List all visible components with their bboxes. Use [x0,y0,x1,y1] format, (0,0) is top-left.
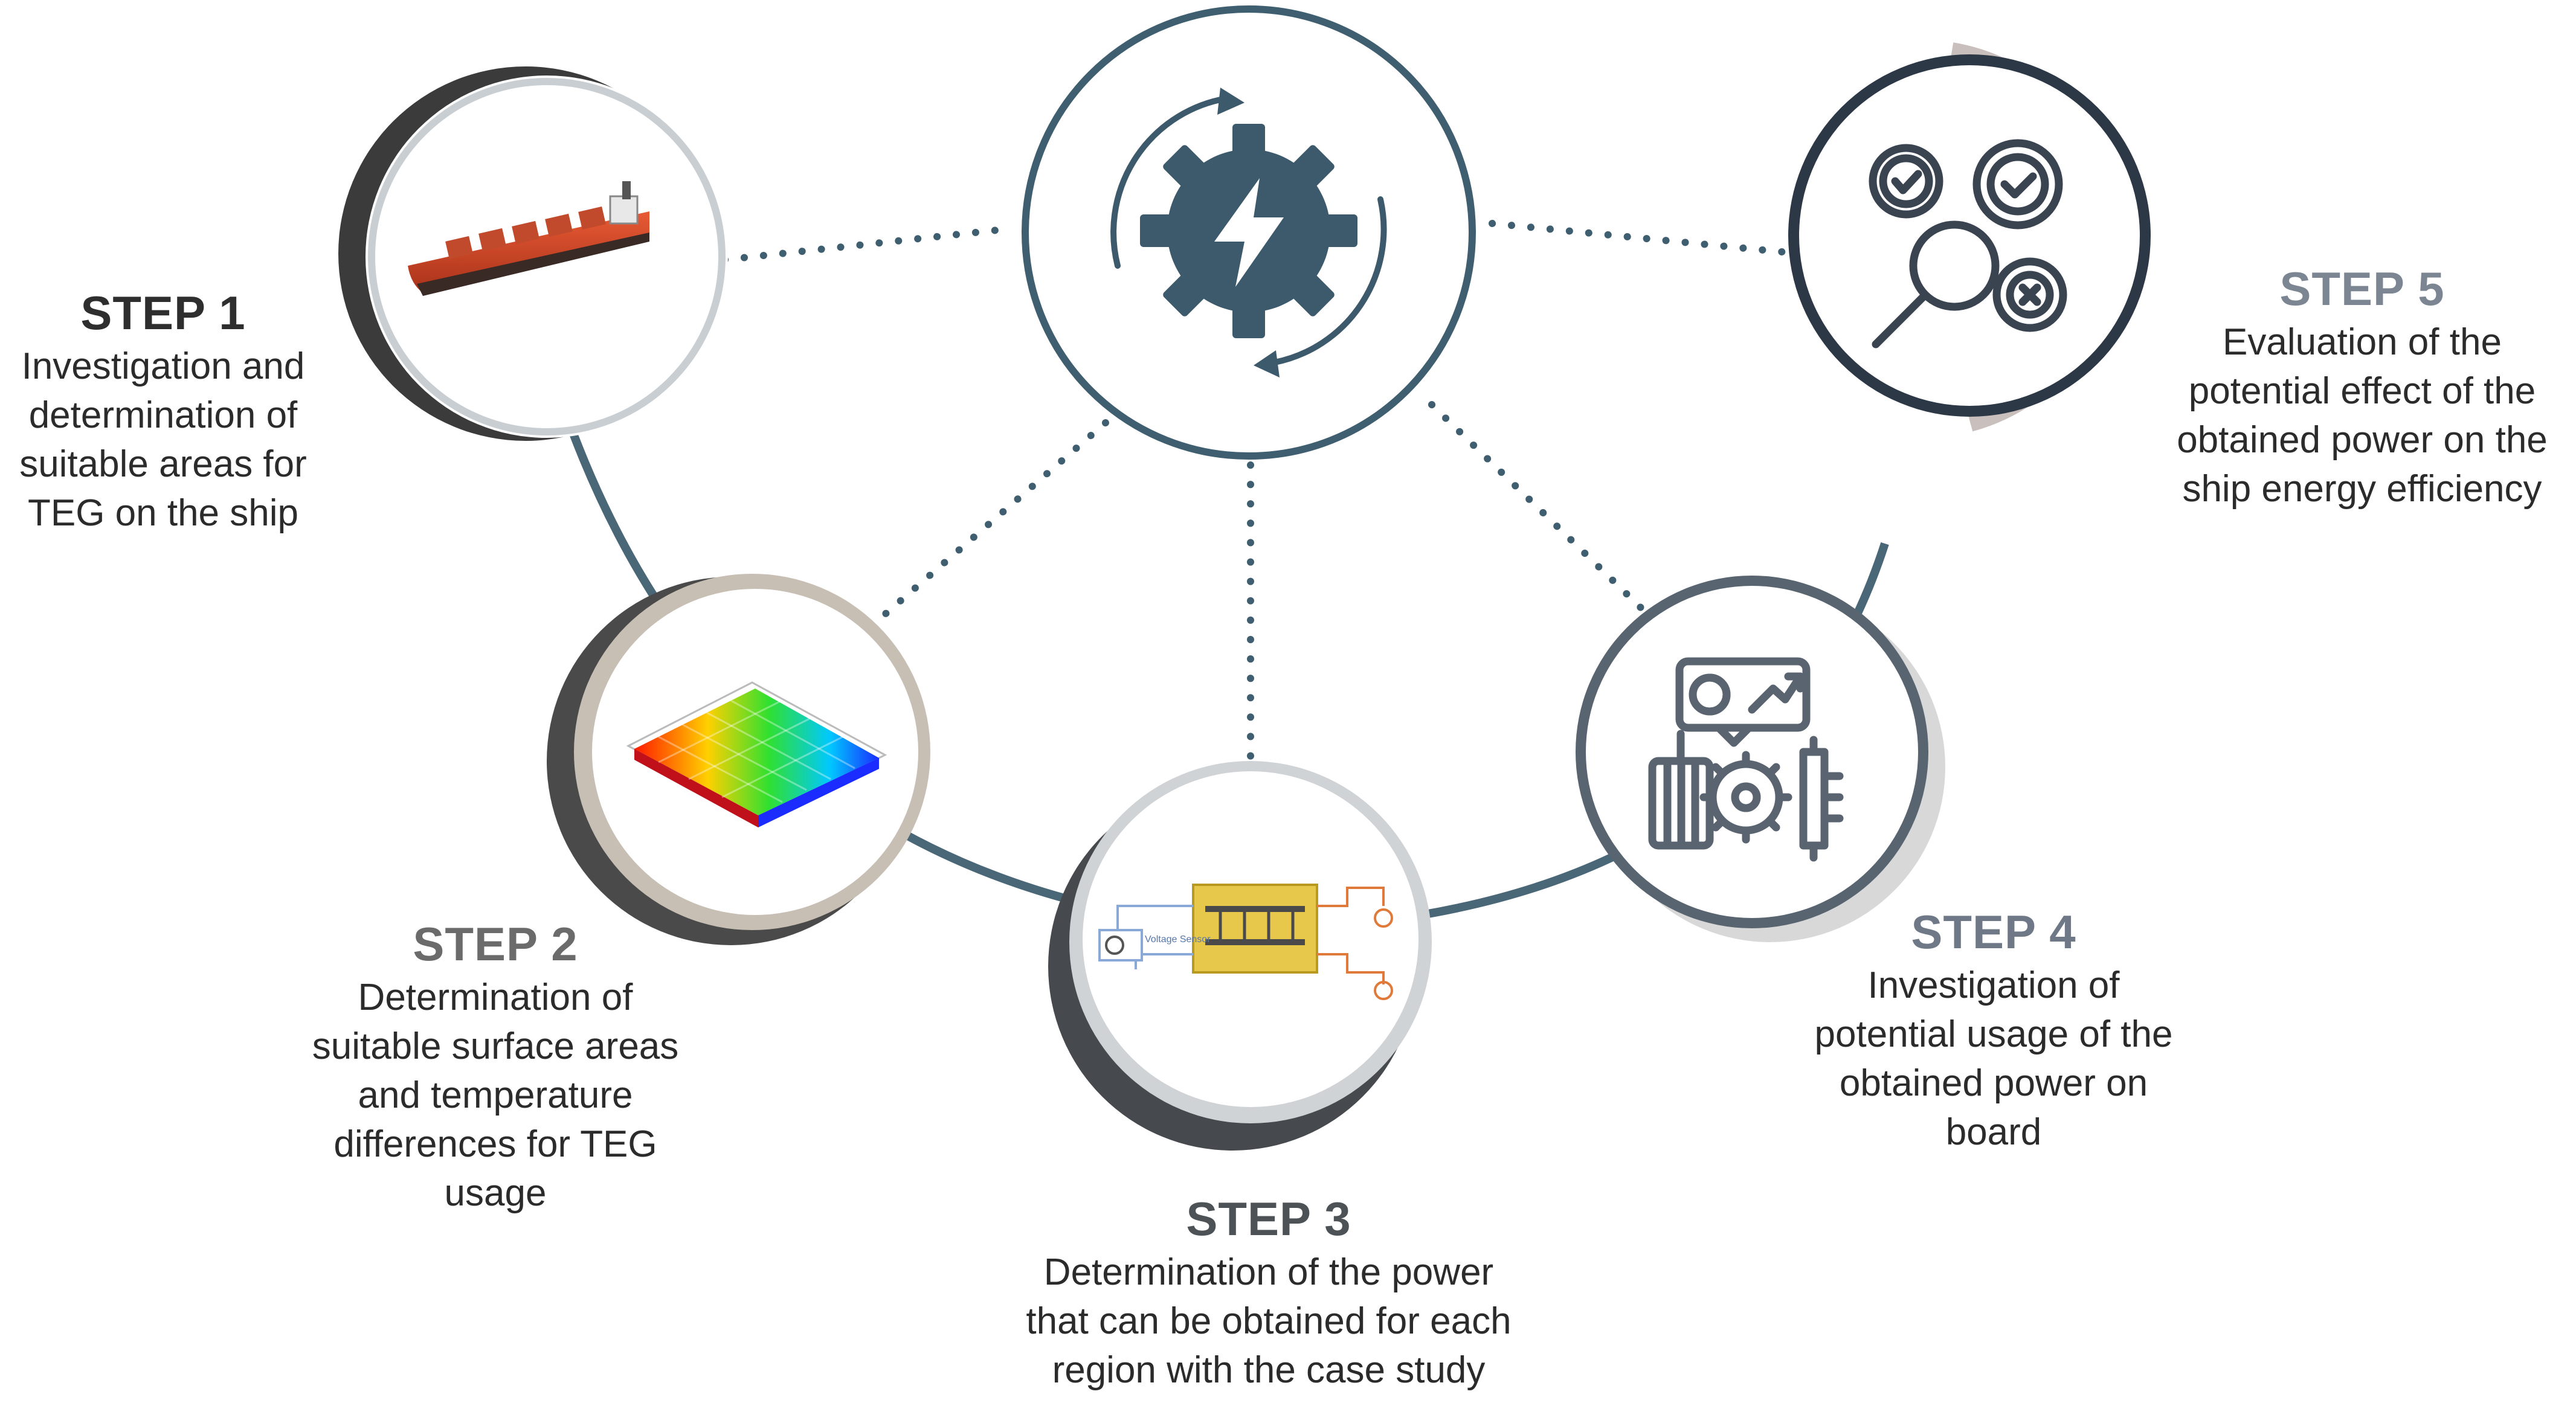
step3-title: STEP 3 [1186,1192,1351,1245]
step3-label: STEP 3 Determination of the power that c… [961,1190,1577,1395]
dotted-spokes [721,220,1804,771]
step4-desc-line-4: board [1945,1111,2042,1153]
step4-desc-line-2: potential usage of the [1814,1013,2173,1055]
step5-title: STEP 5 [2279,262,2445,315]
step2-node [547,574,930,945]
step5-label: STEP 5 Evaluation of the potential effec… [2151,260,2574,513]
step4-label: STEP 4 Investigation of potential usage … [1770,903,2217,1157]
step1-node [338,66,728,441]
step4-desc-line-3: obtained power on [1839,1062,2148,1104]
central-node [1022,5,1476,460]
power-usage-gears-icon [1648,657,1844,862]
step5-desc-line-2: potential effect of the [2188,370,2536,412]
step3-desc-line-1: Determination of the power [1043,1251,1494,1293]
teg-circuit-icon: Voltage Sensor [1098,884,1393,1000]
step4-title: STEP 4 [1911,905,2076,958]
step5-desc-line-1: Evaluation of the [2223,321,2502,363]
step4-desc-line-1: Investigation of [1867,965,2120,1006]
step5-desc-line-3: obtained power on the [2177,419,2548,461]
step2-title: STEP 2 [413,917,578,971]
step1-desc-line-4: TEG on the ship [27,492,299,534]
step1-title: STEP 1 [80,286,246,339]
step1-label: STEP 1 Investigation and determination o… [0,284,326,538]
step3-desc-line-2: that can be obtained for each [1026,1300,1512,1342]
step1-desc-line-3: suitable areas for [19,443,307,485]
step1-desc-line-1: Investigation and [21,345,305,387]
step2-desc-line-5: usage [444,1172,547,1214]
step2-desc-line-2: suitable surface areas [312,1026,679,1067]
step4-node [1576,576,1945,942]
gear-lightning-cycle-icon [1110,88,1387,377]
step2-desc-line-1: Determination of [358,977,633,1018]
step5-node [1788,42,2151,432]
voltage-sensor-label: Voltage Sensor [1145,934,1211,945]
step1-desc-line-2: determination of [28,394,298,436]
step3-desc-line-3: region with the case study [1052,1349,1486,1391]
step2-label: STEP 2 Determination of suitable surface… [278,915,713,1218]
temperature-heatmap-icon [626,681,887,827]
step2-desc-line-3: and temperature [358,1074,633,1116]
step5-desc-line-4: ship energy efficiency [2182,468,2542,510]
cargo-ship-icon [408,181,649,296]
step2-desc-line-4: differences for TEG [333,1123,657,1165]
evaluation-gears-magnifier-icon [1869,139,2067,348]
step3-node: Voltage Sensor [1048,761,1432,1151]
